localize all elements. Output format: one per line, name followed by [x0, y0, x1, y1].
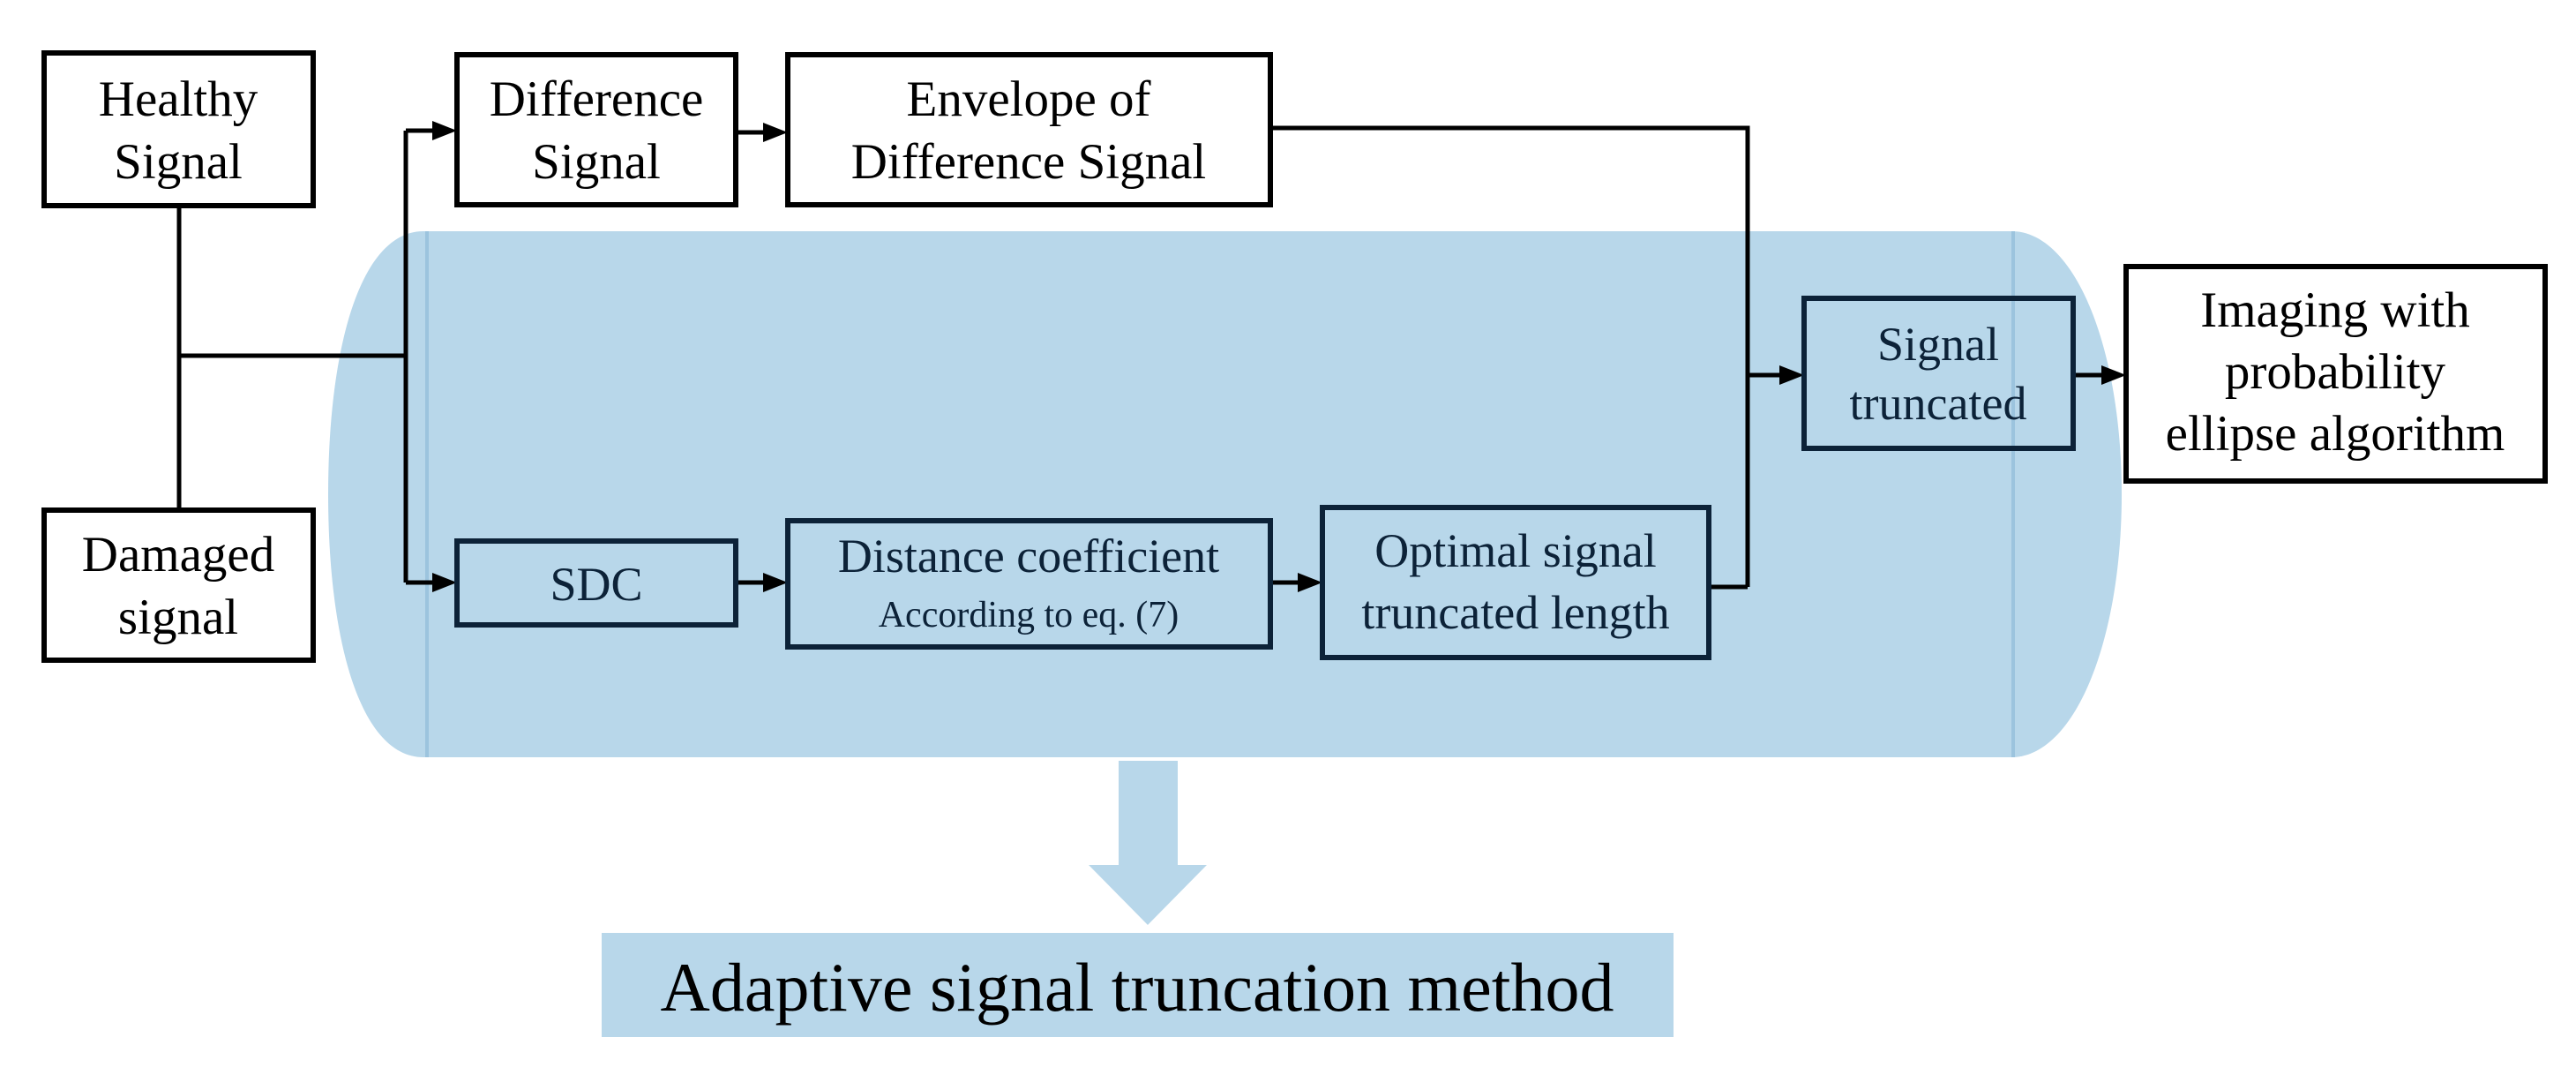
signal-truncated-label-2: truncated: [1850, 377, 2027, 430]
envelope-rect: [785, 52, 1273, 207]
signal-truncated-box: Signal truncated: [1801, 296, 2076, 451]
damaged-signal-label-2: signal: [118, 590, 238, 645]
damaged-signal-rect: [41, 507, 316, 663]
arrowhead-to-envelope: [763, 123, 788, 142]
optimal-length-box: Optimal signal truncated length: [1320, 505, 1711, 660]
distance-coefficient-rect: [785, 518, 1273, 650]
method-region-shape: [328, 231, 2122, 757]
arrowhead-to-optimal: [1298, 573, 1322, 592]
arrowhead-to-sdc: [432, 573, 457, 592]
connectors: [176, 125, 2103, 590]
difference-signal-label-2: Signal: [532, 134, 661, 190]
arrowheads: [432, 121, 2126, 592]
sdc-label: SDC: [550, 558, 642, 611]
imaging-rect: [2123, 264, 2548, 484]
distance-coefficient-label: Distance coefficient: [838, 530, 1219, 583]
signal-truncated-rect: [1801, 296, 2076, 451]
damaged-signal-box: Damaged signal: [41, 507, 316, 663]
method-caption: Adaptive signal truncation method: [661, 949, 1614, 1026]
sdc-box: SDC: [454, 538, 738, 628]
imaging-label-2: probability: [2225, 344, 2446, 400]
difference-signal-box: Difference Signal: [454, 52, 738, 207]
healthy-signal-label-2: Signal: [114, 134, 243, 190]
distance-coefficient-box: Distance coefficient According to eq. (7…: [785, 518, 1273, 650]
down-block-arrow: [1089, 761, 1207, 925]
envelope-box: Envelope of Difference Signal: [785, 52, 1273, 207]
healthy-signal-label-1: Healthy: [99, 71, 258, 127]
optimal-length-label-2: truncated length: [1361, 586, 1669, 639]
healthy-signal-box: Healthy Signal: [41, 50, 316, 208]
envelope-label-2: Difference Signal: [851, 134, 1207, 190]
imaging-label-1: Imaging with: [2200, 282, 2470, 338]
envelope-label-1: Envelope of: [907, 71, 1151, 127]
difference-signal-rect: [454, 52, 738, 207]
imaging-box: Imaging with probability ellipse algorit…: [2123, 264, 2548, 484]
optimal-length-rect: [1320, 505, 1711, 660]
difference-signal-label-1: Difference: [490, 71, 704, 127]
signal-truncated-label-1: Signal: [1877, 318, 1999, 371]
arrowhead-to-distance: [763, 573, 788, 592]
arrowhead-to-truncated: [1779, 365, 1804, 385]
envelope-feed-line: [1270, 125, 1750, 587]
imaging-label-3: ellipse algorithm: [2166, 406, 2505, 462]
method-region: [328, 231, 2122, 757]
optimal-length-label-1: Optimal signal: [1374, 524, 1656, 577]
healthy-signal-rect: [41, 50, 316, 208]
arrowhead-to-difference: [432, 121, 457, 140]
damaged-signal-label-1: Damaged: [82, 527, 274, 583]
method-caption-banner: Adaptive signal truncation method: [602, 933, 1674, 1037]
arrowhead-to-imaging: [2101, 365, 2126, 385]
sdc-rect: [454, 538, 738, 628]
distance-coefficient-equation: According to eq. (7): [879, 595, 1179, 635]
method-caption-background: [602, 933, 1674, 1037]
